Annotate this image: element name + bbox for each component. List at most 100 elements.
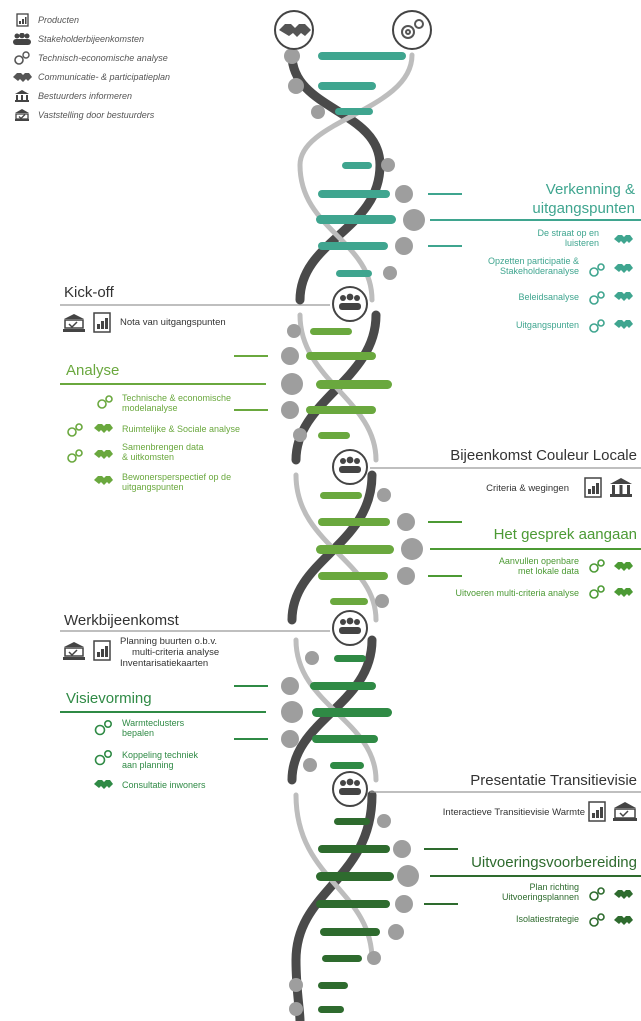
gesprek-item-2: Uitvoeren multi-criteria analyse: [455, 588, 579, 598]
handshake-icon: [614, 562, 633, 571]
helix-node: [395, 185, 413, 203]
handshake-icon: [614, 916, 633, 925]
helix-node: [284, 48, 300, 64]
verkenning-icons: [589, 235, 633, 333]
rung: [330, 598, 368, 605]
handshake-icon: [12, 70, 32, 84]
rung: [316, 380, 392, 389]
verkenning-item-3: Beleidsanalyse: [518, 292, 579, 302]
handshake-icon: [614, 264, 633, 273]
couleur-locale-icons: [584, 477, 632, 498]
item-line: Warmteclusters: [122, 718, 185, 728]
rung: [310, 328, 352, 335]
helix-node: [311, 105, 325, 119]
item-line: De straat op en: [537, 228, 599, 238]
item-line: uitgangspunten: [122, 482, 184, 492]
meeting-circle-presentatie: [332, 771, 368, 807]
rung: [318, 982, 348, 989]
handshake-icon: [614, 588, 633, 597]
item-line: met lokale data: [517, 566, 579, 576]
rung: [316, 872, 394, 881]
helix-node: [287, 324, 301, 338]
gears-icon: [67, 449, 83, 463]
helix-node: [383, 266, 397, 280]
handshake-icon: [614, 890, 633, 899]
section-title-analyse: Analyse: [66, 362, 120, 379]
handshake-icon: [94, 476, 113, 485]
uitvoering-item-1: Plan richting Uitvoeringsplannen: [502, 882, 579, 902]
gears-icon: [401, 19, 424, 39]
government-building-icon: [12, 89, 32, 103]
legend: Producten Stakeholderbijeenkomsten Techn…: [0, 10, 230, 140]
helix-nodes: [281, 48, 425, 1016]
rung: [318, 190, 390, 198]
rung: [310, 682, 376, 690]
item-line: Ruimtelijke & Sociale analyse: [122, 424, 241, 434]
helix-node: [281, 677, 299, 695]
item-line: Beleidsanalyse: [518, 292, 579, 302]
uitvoering-icons: [589, 887, 633, 927]
rung: [322, 955, 362, 962]
handshake-circle: [274, 10, 314, 50]
section-title-verkenning: Verkenning & uitgangspunten: [532, 180, 635, 218]
rung: [316, 215, 396, 224]
meeting-circle-kickoff: [332, 286, 368, 322]
section-title-visievorming: Visievorming: [66, 690, 152, 707]
helix-node: [403, 209, 425, 231]
helix-node: [395, 237, 413, 255]
item-line: Plan richting: [529, 882, 579, 892]
handshake-icon: [614, 292, 633, 301]
helix-node: [393, 840, 411, 858]
people-group-icon: [339, 456, 361, 473]
kickoff-icons: [63, 312, 111, 333]
gears-icon: [589, 887, 605, 901]
meeting-circle-couleur: [332, 449, 368, 485]
gesprek-icons: [589, 559, 633, 599]
government-building-icon: [610, 478, 632, 497]
verkenning-item-4: Uitgangspunten: [516, 320, 579, 330]
rung: [318, 82, 376, 90]
gears-icon: [94, 719, 113, 736]
document-chart-icon: [93, 640, 111, 661]
item-line: Consultatie inwoners: [122, 780, 206, 790]
rung: [318, 52, 406, 60]
phase-title-kickoff: Kick-off: [64, 284, 114, 301]
document-chart-icon: [584, 477, 602, 498]
section-title-uitvoering: Uitvoeringsvoorbereiding: [471, 854, 637, 871]
section-title-gesprek: Het gesprek aangaan: [493, 526, 637, 543]
rung: [318, 1006, 344, 1013]
meeting-circle-werk: [332, 610, 368, 646]
gears-icon: [589, 913, 605, 927]
gears-icon: [589, 263, 605, 277]
helix-node: [397, 567, 415, 585]
visievorming-icons: [94, 719, 113, 789]
rung: [318, 518, 390, 526]
government-stamp-icon: [63, 314, 85, 332]
people-group-icon: [339, 617, 361, 634]
people-group-icon: [339, 778, 361, 795]
helix-node: [397, 865, 419, 887]
handshake-icon: [614, 320, 633, 329]
item-line: Isolatiestrategie: [515, 914, 579, 924]
legend-item-bestuurders-informeren: Bestuurders informeren: [12, 88, 132, 104]
gears-icon: [67, 423, 83, 437]
legend-label: Communicatie- & participatieplan: [38, 72, 171, 82]
section-title-line: uitgangspunten: [532, 200, 635, 217]
rung: [336, 270, 372, 277]
phase-title-werkbijeenkomst: Werkbijeenkomst: [64, 612, 179, 629]
visievorming-item-1: Warmteclusters bepalen: [122, 718, 184, 738]
werkbijeenkomst-icons: [63, 640, 111, 661]
visievorming-item-2: Koppeling techniek aan planning: [122, 750, 198, 770]
rung: [306, 352, 376, 360]
visievorming-item-3: Consultatie inwoners: [122, 780, 206, 790]
government-stamp-icon: [63, 642, 85, 660]
rung: [335, 108, 373, 115]
helix-node: [288, 78, 304, 94]
item-line: Stakeholderanalyse: [499, 266, 579, 276]
gears-circle: [392, 10, 432, 50]
handshake-icon: [94, 780, 113, 789]
gears-icon: [589, 585, 605, 599]
product-line: Planning buurten o.b.v.: [120, 636, 218, 647]
document-chart-icon: [93, 312, 111, 333]
rung: [318, 242, 388, 250]
